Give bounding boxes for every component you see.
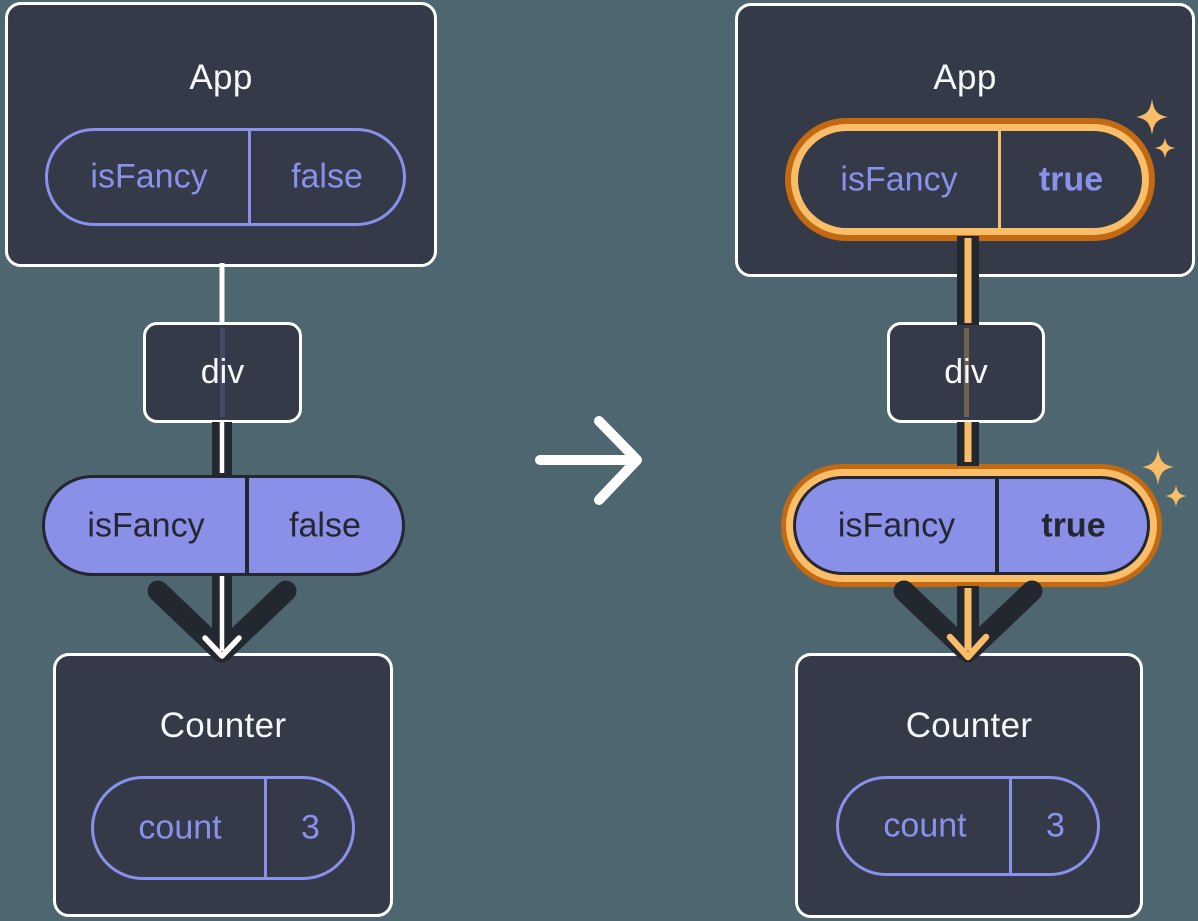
- left-app-title: App: [189, 58, 253, 97]
- right-div-label: div: [944, 353, 988, 391]
- left-arrowhead-icon: [147, 580, 297, 663]
- prop-value: false: [289, 506, 361, 544]
- state-name: count: [883, 806, 967, 845]
- right-app-prop-pill-highlight: isFancy true: [785, 118, 1155, 241]
- right-div-box: div: [887, 322, 1045, 423]
- state-name: count: [138, 808, 222, 847]
- pill-divider: [995, 479, 999, 572]
- right-connector-lines: [893, 236, 1043, 663]
- prop-name: isFancy: [90, 157, 208, 196]
- right-app-prop-pill: isFancy true: [798, 131, 1142, 228]
- left-app-prop-pill: isFancy false: [45, 128, 406, 226]
- pill-divider: [248, 131, 251, 223]
- right-app-title: App: [933, 58, 997, 97]
- sparkle-icon: [1142, 449, 1174, 485]
- right-counter-state-pill: count 3: [836, 776, 1100, 876]
- pill-divider: [1009, 779, 1012, 873]
- prop-name: isFancy: [87, 506, 205, 544]
- prop-name: isFancy: [840, 160, 958, 198]
- left-div-label: div: [200, 353, 245, 391]
- left-counter-state-pill: count 3: [91, 776, 355, 880]
- right-counter-box: Counter count 3: [795, 653, 1143, 918]
- left-app-box: App isFancy false: [5, 2, 437, 267]
- right-passed-prop-pill: isFancy true: [793, 476, 1150, 575]
- pill-divider: [998, 131, 1001, 228]
- connector-ghost-line: [220, 328, 225, 417]
- left-counter-title: Counter: [159, 706, 287, 745]
- sparkle-icon: [1165, 485, 1187, 507]
- state-value: 3: [1046, 806, 1065, 845]
- prop-value: true: [1038, 160, 1104, 198]
- left-div-box: div: [143, 322, 302, 423]
- prop-value: false: [291, 157, 363, 196]
- pill-divider: [264, 779, 267, 877]
- right-counter-title: Counter: [905, 706, 1033, 745]
- state-value: 3: [301, 808, 320, 847]
- transition-arrow-icon: [535, 416, 642, 505]
- right-passed-prop-pill-highlight: isFancy true: [781, 464, 1162, 587]
- right-arrowhead-icon: [893, 580, 1043, 663]
- prop-value: true: [1041, 506, 1106, 544]
- pill-divider: [245, 478, 249, 573]
- right-app-box: App isFancy true: [735, 3, 1195, 277]
- prop-name: isFancy: [837, 506, 956, 544]
- connector-ghost-line: [963, 328, 969, 417]
- left-passed-prop-pill: isFancy false: [42, 475, 405, 576]
- left-counter-box: Counter count 3: [53, 653, 393, 917]
